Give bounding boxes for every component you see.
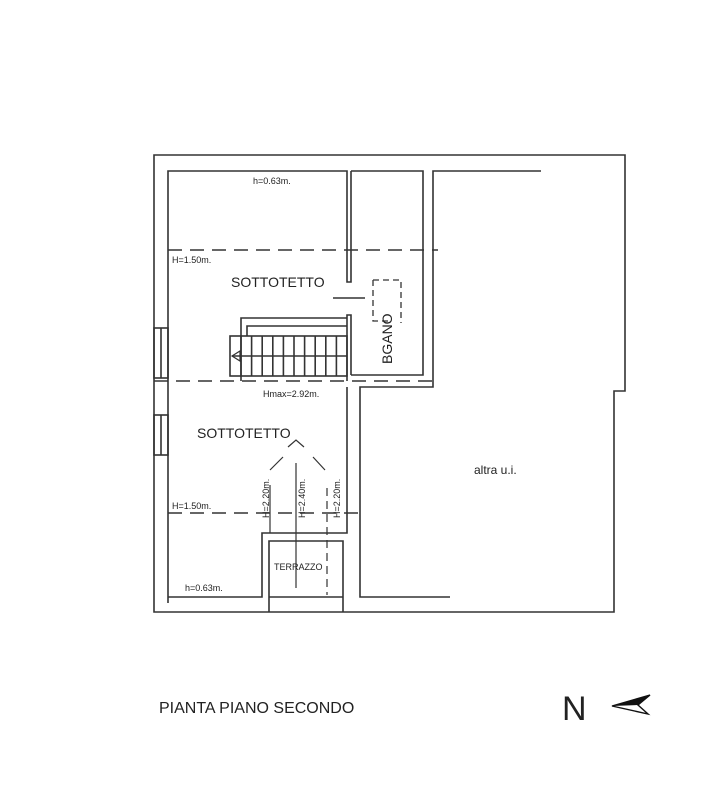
height-indicators [269,439,328,595]
outer-wall [153,154,626,613]
bagno-walls [351,170,424,376]
label-h220-left: H=2.20m. [261,479,271,518]
label-terrazzo: TERRAZZO [274,562,323,572]
label-altra-ui: altra u.i. [474,463,517,477]
label-sottotetto-upper: SOTTOTETTO [231,274,325,290]
label-sottotetto-lower: SOTTOTETTO [197,425,291,441]
label-H-upper: H=1.50m. [172,255,211,265]
bagno-fixture [372,279,402,323]
label-h-top: h=0.63m. [253,176,291,186]
terrazzo-walls [268,540,344,612]
window-lower [153,414,169,456]
north-arrow-icon [611,694,651,716]
north-label: N [562,690,587,728]
label-h240: H=2.40m. [297,479,307,518]
label-H-lower: H=1.50m. [172,501,211,511]
label-bagno: BGANO [379,313,395,364]
inner-wall-right [359,170,541,598]
staircase [229,317,348,381]
window-upper [153,327,169,379]
label-h-bottom: h=0.63m. [185,583,223,593]
plan-title: PIANTA PIANO SECONDO [159,700,354,717]
label-h220-right: H=2.20m. [332,479,342,518]
inner-wall-top-left [167,170,352,603]
inner-wall-lower [168,387,348,598]
label-hmax: Hmax=2.92m. [263,389,319,399]
